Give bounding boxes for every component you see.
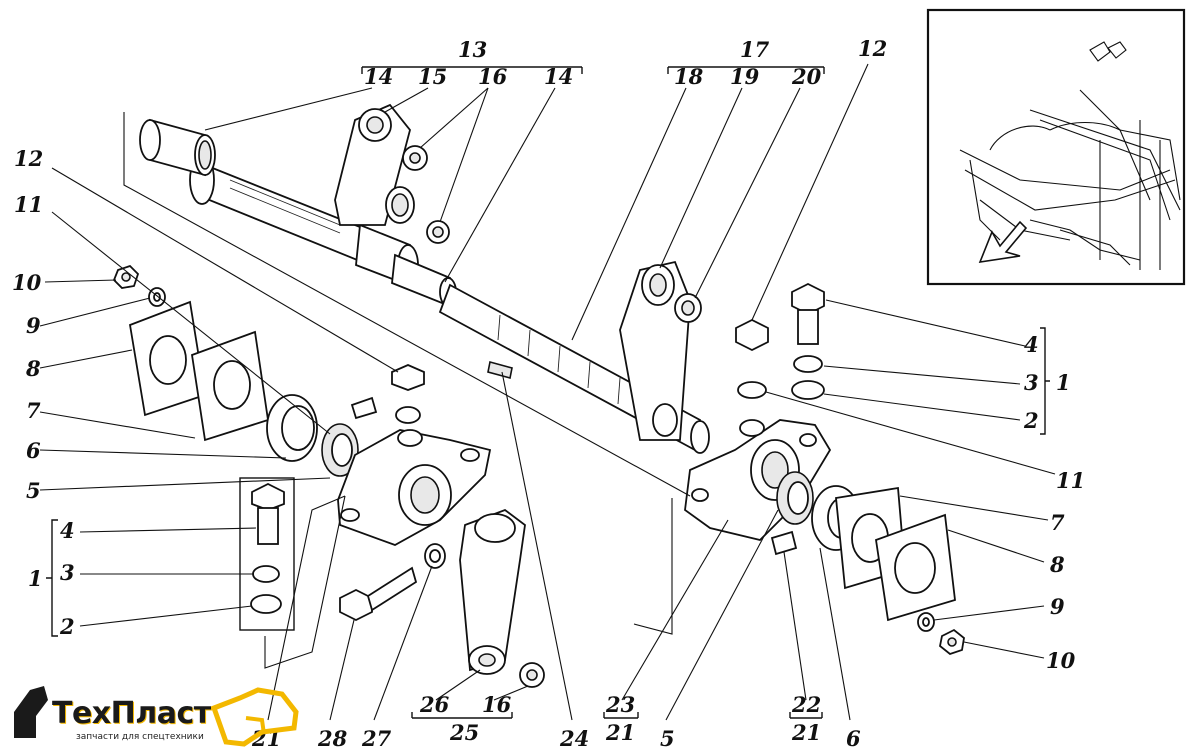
callout-6-bottom: 6 xyxy=(846,726,861,751)
callout-12-right: 12 xyxy=(858,36,887,61)
callout-2-right: 2 xyxy=(1023,408,1039,433)
cover-7-left xyxy=(190,330,270,442)
callout-25: 25 xyxy=(449,720,479,745)
callout-18: 18 xyxy=(674,64,704,89)
logo-excavator-graphic xyxy=(14,686,299,747)
callout-labels: 13 14 15 16 14 17 18 19 20 12 12 11 10 9… xyxy=(12,36,1085,751)
group-brackets xyxy=(46,66,1050,719)
key-24 xyxy=(487,361,513,379)
callout-14-right: 14 xyxy=(544,64,573,89)
set-screw-left xyxy=(350,396,378,420)
callout-11-right: 11 xyxy=(1056,468,1085,493)
callout-26: 26 xyxy=(419,692,450,717)
callout-16-top: 16 xyxy=(478,64,508,89)
callout-20: 20 xyxy=(791,64,822,89)
logo-tagline: запчасти для спецтехники xyxy=(76,732,204,742)
bushing-20 xyxy=(674,293,702,323)
lever-arm-15 xyxy=(334,103,415,226)
leader-lines xyxy=(39,63,1056,721)
callout-1-left: 1 xyxy=(28,566,43,591)
bushings-16 xyxy=(402,145,450,244)
callout-28: 28 xyxy=(317,726,348,751)
gasket-8-left xyxy=(128,300,207,417)
callout-3-left: 3 xyxy=(60,560,75,585)
callout-14-left: 14 xyxy=(364,64,393,89)
callout-4-left: 4 xyxy=(60,518,75,543)
washer-9-right xyxy=(917,612,935,632)
callout-7-left: 7 xyxy=(26,398,41,423)
nut-10-left xyxy=(112,264,140,289)
callout-23: 23 xyxy=(605,692,635,717)
lever-26 xyxy=(459,508,526,675)
set-screw-22 xyxy=(770,530,798,556)
callout-11-left: 11 xyxy=(14,192,43,217)
callout-8-right: 8 xyxy=(1049,552,1065,577)
bolt-washer-12-left xyxy=(391,364,425,424)
callout-19: 19 xyxy=(730,64,760,89)
pipe-shaft-13 xyxy=(189,155,457,307)
callout-2-left: 2 xyxy=(59,614,75,639)
housing-5-left xyxy=(337,429,492,546)
bushing-14 xyxy=(139,118,216,177)
callout-5-left: 5 xyxy=(26,478,41,503)
callout-15: 15 xyxy=(418,64,447,89)
bushing-16-lower xyxy=(519,662,545,688)
callout-4-right: 4 xyxy=(1024,332,1039,357)
callout-21-mid: 21 xyxy=(605,720,635,745)
callout-12-left: 12 xyxy=(14,146,43,171)
callout-1-right: 1 xyxy=(1056,370,1071,395)
bolt-set-1-right xyxy=(791,282,825,400)
seal-6-right xyxy=(776,471,814,525)
bolt-washer-12-right xyxy=(735,318,769,399)
callout-17: 17 xyxy=(740,37,770,62)
lever-arm-19 xyxy=(619,260,691,441)
logo-wordmark: ТехПласт xyxy=(52,696,211,731)
callout-13: 13 xyxy=(458,37,487,62)
callout-16-bottom: 16 xyxy=(482,692,512,717)
callout-9-left: 9 xyxy=(26,313,41,338)
callout-21-right: 21 xyxy=(791,720,821,745)
gasket-8-right xyxy=(875,513,956,622)
callout-8-left: 8 xyxy=(25,356,41,381)
bolt-28 xyxy=(339,566,418,622)
nut-10-right xyxy=(939,628,965,656)
callout-5-bottom: 5 xyxy=(660,726,675,751)
callout-27: 27 xyxy=(361,726,392,751)
callout-24: 24 xyxy=(559,726,589,751)
callout-10-right: 10 xyxy=(1046,648,1076,673)
callout-3-right: 3 xyxy=(1024,370,1039,395)
callout-7-right: 7 xyxy=(1050,510,1065,535)
callout-9-right: 9 xyxy=(1050,594,1065,619)
bolt-set-1-left xyxy=(239,477,295,631)
callout-10-left: 10 xyxy=(12,270,42,295)
callout-22: 22 xyxy=(791,692,821,717)
washer-27 xyxy=(424,543,446,569)
bearing-6-left xyxy=(266,394,359,477)
inset-overview xyxy=(926,8,1186,286)
callout-6-left: 6 xyxy=(26,438,41,463)
